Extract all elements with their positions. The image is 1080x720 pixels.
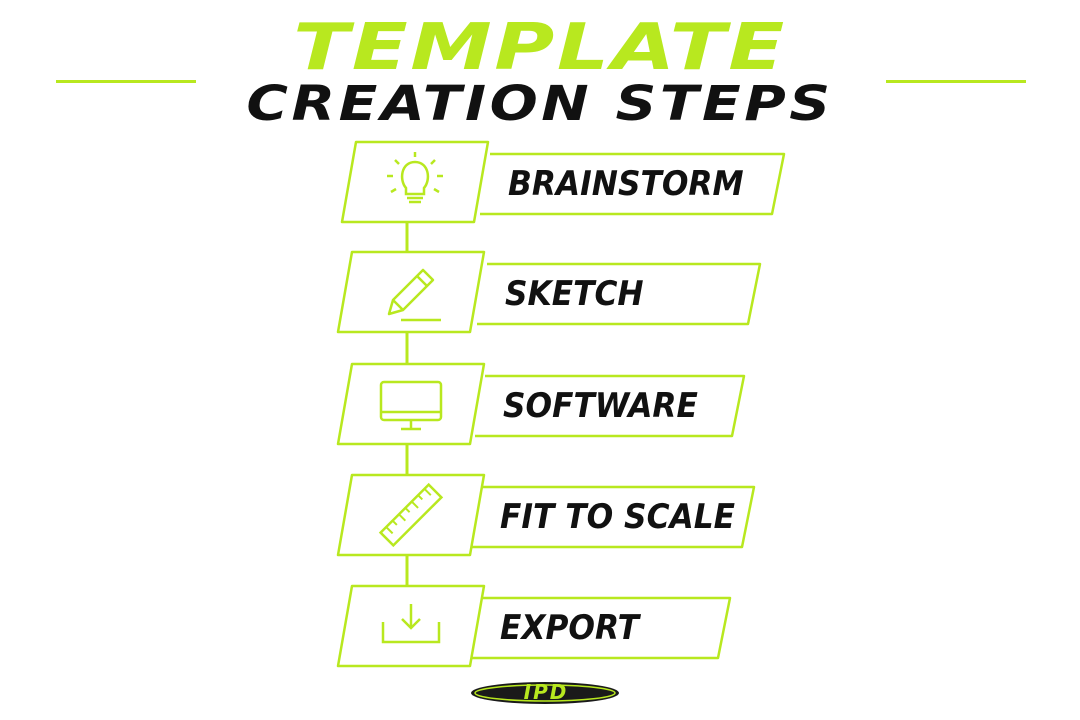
step-4 [336, 473, 756, 557]
step-label-tab [475, 374, 746, 438]
pencil-icon [387, 268, 441, 322]
step-icon-box [336, 250, 486, 334]
ruler-icon [378, 482, 444, 548]
lightbulb-icon [387, 152, 443, 204]
step-1 [340, 140, 786, 224]
step-icon-box [336, 473, 486, 557]
monitor-icon [379, 380, 443, 431]
step-label-text: BRAINSTORM [508, 164, 744, 204]
download-icon [381, 604, 441, 644]
step-label-tab [480, 152, 786, 216]
step-3 [336, 362, 746, 446]
step-label-tab [477, 262, 762, 326]
title-line-1: TEMPLATE [293, 11, 787, 85]
title-rule-left [56, 80, 196, 83]
title-rule-right [886, 80, 1026, 83]
step-label-text: SKETCH [505, 274, 644, 314]
step-label-text: FIT TO SCALE [500, 497, 736, 537]
step-label-tab [472, 596, 732, 660]
logo-text: IPD [523, 680, 569, 704]
step-label-tab [472, 485, 756, 549]
step-label-text: EXPORT [500, 608, 640, 648]
step-icon-box [336, 362, 486, 446]
step-2 [336, 250, 762, 334]
step-label-text: SOFTWARE [503, 386, 698, 426]
title-line-2: CREATION STEPS [246, 76, 834, 132]
step-5 [336, 584, 732, 668]
step-icon-box [340, 140, 490, 224]
